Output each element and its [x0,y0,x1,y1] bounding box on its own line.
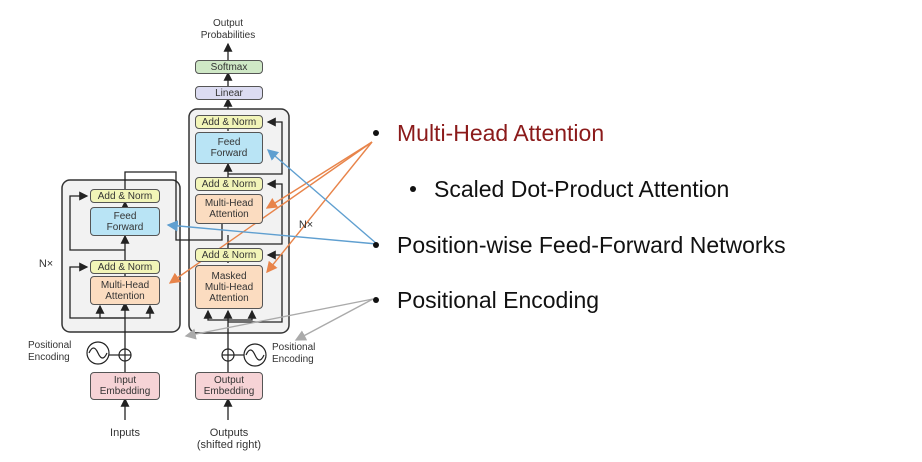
encoder-positional-encoding-label: Positional Encoding [28,340,72,363]
bullet-position-wise-feed-forward: Position-wise Feed-Forward Networks [373,229,786,261]
bullet-dot [373,242,379,248]
decoder-add-norm-2: Add & Norm [195,177,263,191]
bullet-dot [373,297,379,303]
bullet-dot [373,130,379,136]
bullet-text: Positional Encoding [397,286,600,313]
bullet-text: Position-wise Feed-Forward Networks [397,231,786,258]
bullet-scaled-dot-product-attention: Scaled Dot-Product Attention [410,173,729,205]
input-embedding-block: Input Embedding [90,372,160,400]
bullet-text: Scaled Dot-Product Attention [434,175,730,202]
bullet-text: Multi-Head Attention [397,119,605,146]
outputs-label: Outputs (shifted right) [196,427,262,451]
linear-block: Linear [195,86,263,100]
bullet-multi-head-attention: Multi-Head Attention [373,117,604,149]
encoder-multi-head-attention-block: Multi-Head Attention [90,276,160,305]
output-probabilities-label: Output Probabilities [200,18,256,41]
bullet-positional-encoding: Positional Encoding [373,284,599,316]
decoder-add-norm-1: Add & Norm [195,248,263,262]
decoder-nx-label: N× [298,219,314,231]
bullet-dot [410,186,416,192]
output-embedding-block: Output Embedding [195,372,263,400]
encoder-add-norm-2: Add & Norm [90,189,160,203]
decoder-add-norm-3: Add & Norm [195,115,263,129]
encoder-add-norm-1: Add & Norm [90,260,160,274]
decoder-feed-forward-block: Feed Forward [195,132,263,164]
encoder-feed-forward-block: Feed Forward [90,207,160,236]
decoder-positional-encoding-label: Positional Encoding [272,342,316,365]
softmax-block: Softmax [195,60,263,74]
masked-multi-head-attention-block: Masked Multi-Head Attention [195,265,263,309]
encoder-nx-label: N× [38,258,54,270]
inputs-label: Inputs [110,427,140,439]
decoder-multi-head-attention-block: Multi-Head Attention [195,194,263,224]
